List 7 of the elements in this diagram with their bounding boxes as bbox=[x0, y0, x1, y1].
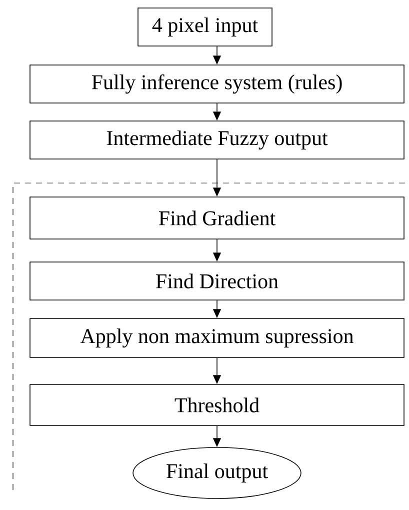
process-box: 4 pixel input bbox=[138, 8, 272, 46]
process-box: Threshold bbox=[30, 384, 404, 426]
process-box: Find Gradient bbox=[30, 196, 404, 240]
process-box: Fully inference system (rules) bbox=[30, 64, 404, 104]
process-box: Intermediate Fuzzy output bbox=[30, 120, 404, 160]
process-box: Find Direction bbox=[30, 262, 404, 300]
process-box: Apply non maximum supression bbox=[30, 318, 404, 358]
